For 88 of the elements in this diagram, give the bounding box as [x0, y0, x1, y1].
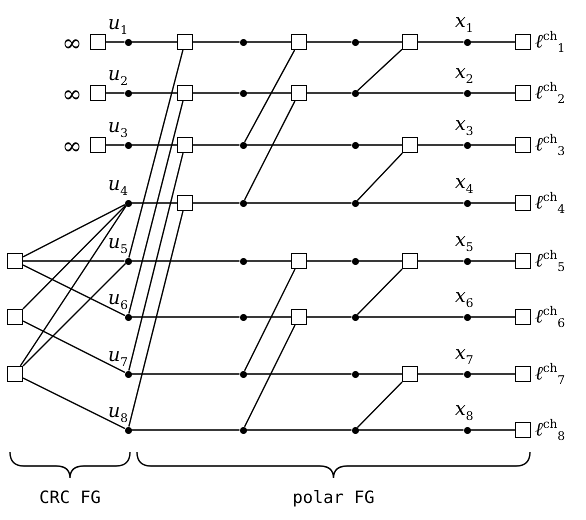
- variable-label: x$_{4}$: [455, 173, 474, 195]
- connector-line: [358, 144, 402, 146]
- connector-line: [246, 41, 291, 43]
- connector-line: [132, 373, 240, 375]
- connector-line: [132, 92, 177, 94]
- connector-line: [128, 210, 184, 427]
- connector-line: [470, 373, 515, 375]
- connector-line: [470, 202, 515, 204]
- connector-line: [106, 92, 124, 94]
- connector-line: [358, 92, 464, 94]
- infinity-symbol: ∞: [61, 31, 82, 55]
- connector-line: [356, 268, 403, 315]
- connector-line: [307, 92, 352, 94]
- variable-label: u$_{8}$: [108, 402, 128, 424]
- connector-line: [132, 144, 177, 146]
- connector-line: [132, 316, 240, 318]
- variable-label: x$_{2}$: [455, 63, 474, 85]
- connector-line: [356, 152, 403, 201]
- connector-line: [307, 260, 352, 262]
- connector-line: [128, 100, 184, 314]
- group-label: polar FG: [292, 488, 376, 508]
- connector-line: [22, 320, 126, 374]
- connector-line: [470, 260, 515, 262]
- connector-line: [244, 50, 296, 142]
- connector-line: [23, 260, 124, 262]
- connector-line: [358, 316, 464, 318]
- connector-line: [246, 202, 352, 204]
- connector-line: [22, 204, 126, 258]
- group-label: CRC FG: [38, 488, 102, 508]
- connector-line: [307, 41, 352, 43]
- connector-line: [246, 373, 352, 375]
- connector-line: [470, 429, 515, 431]
- connector-line: [470, 41, 515, 43]
- connector-line: [132, 202, 177, 204]
- connector-line: [418, 41, 464, 43]
- variable-label: u$_{4}$: [108, 175, 128, 197]
- connector-line: [358, 260, 402, 262]
- connector-line: [193, 144, 240, 146]
- variable-label: x$_{8}$: [455, 400, 474, 422]
- connector-line: [106, 144, 124, 146]
- variable-label: x$_{1}$: [455, 12, 474, 34]
- variable-label: x$_{3}$: [455, 115, 474, 137]
- connector-line: [22, 205, 126, 310]
- variable-label: u$_{3}$: [108, 117, 128, 139]
- infinity-symbol: ∞: [61, 134, 82, 158]
- connector-line: [307, 316, 352, 318]
- connector-line: [132, 41, 177, 43]
- connector-line: [357, 48, 402, 92]
- connector-line: [128, 50, 184, 258]
- connector-line: [20, 206, 127, 366]
- connector-line: [418, 260, 464, 262]
- variable-label: u$_{2}$: [108, 65, 128, 87]
- connector-line: [358, 202, 464, 204]
- variable-label: u$_{5}$: [108, 233, 128, 255]
- connector-line: [128, 152, 184, 371]
- connector-line: [356, 382, 403, 428]
- connector-line: [246, 429, 352, 431]
- connector-line: [244, 324, 296, 428]
- connector-line: [244, 268, 296, 372]
- connector-line: [22, 262, 126, 366]
- infinity-symbol: ∞: [61, 82, 82, 106]
- connector-line: [193, 92, 240, 94]
- connector-line: [244, 100, 296, 200]
- connector-line: [358, 429, 464, 431]
- connector-line: [358, 373, 402, 375]
- connector-line: [246, 144, 352, 146]
- connector-line: [193, 41, 240, 43]
- connector-line: [418, 144, 464, 146]
- variable-label: x$_{7}$: [455, 344, 474, 366]
- variable-label: u$_{1}$: [108, 14, 128, 36]
- connector-line: [418, 373, 464, 375]
- connector-line: [358, 41, 402, 43]
- variable-label: x$_{5}$: [455, 231, 474, 253]
- connector-line: [193, 202, 240, 204]
- connector-line: [132, 429, 240, 431]
- connector-line: [246, 92, 291, 94]
- connector-line: [246, 260, 291, 262]
- connector-line: [132, 260, 240, 262]
- connector-line: [22, 377, 126, 430]
- variable-label: u$_{7}$: [108, 346, 128, 368]
- connector-line: [22, 264, 126, 316]
- variable-label: x$_{6}$: [455, 287, 474, 309]
- variable-label: u$_{6}$: [108, 289, 128, 311]
- connector-line: [246, 316, 291, 318]
- connector-line: [470, 144, 515, 146]
- connector-line: [470, 92, 515, 94]
- connector-line: [106, 41, 124, 43]
- connector-line: [470, 316, 515, 318]
